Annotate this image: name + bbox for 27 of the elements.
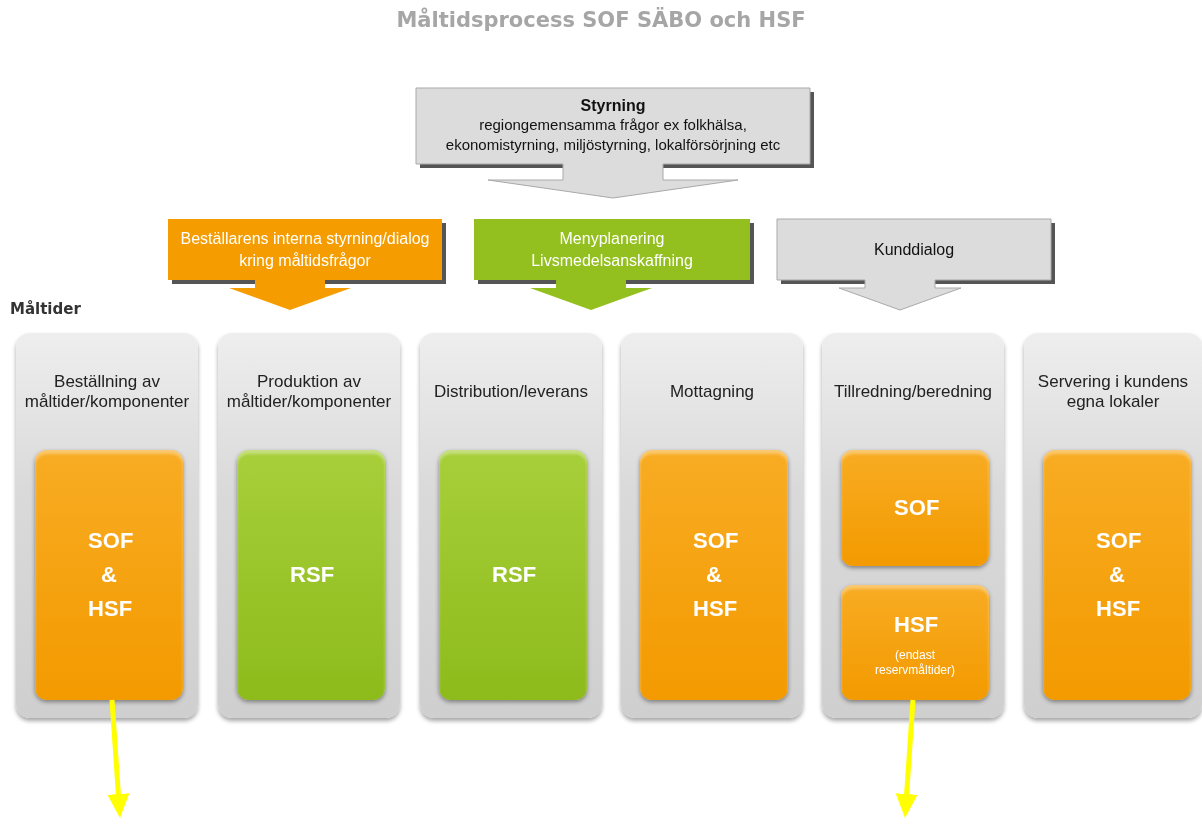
responsibility-text: RSF [290,561,332,589]
responsibility-box [640,450,788,700]
section-label: Måltider [10,300,81,318]
stage-heading: Servering i kundens egna lokaler [1036,371,1190,413]
stage-panel [420,333,602,718]
responsibility-box [237,450,385,700]
stage-panel [16,333,198,718]
responsibility-text: HSF [894,611,936,640]
responsibility-box [841,585,989,700]
stage-panel [621,333,803,718]
responsibility-box [35,450,183,700]
stage-heading: Beställning av måltider/komponenter [23,371,191,413]
arrow [107,699,130,818]
stage-heading: Mottagning [668,381,756,404]
stage-panel [218,333,400,718]
responsibility-box [1043,450,1191,700]
stage-panel [1024,333,1202,718]
diagram-title: Måltidsprocess SOF SÄBO och HSF [395,8,807,32]
responsibility-note: (endast reservmåltider) [874,648,956,677]
stage-heading: Distribution/leverans [433,381,589,404]
arrow [895,699,918,818]
stage-panel [822,333,1004,718]
stage-heading: Tillredning/beredning [832,381,994,404]
stage-heading: Produktion av måltider/komponenter [225,371,393,413]
responsibility-box [439,450,587,700]
responsibility-box [841,450,989,566]
responsibility-text: RSF [492,561,534,589]
